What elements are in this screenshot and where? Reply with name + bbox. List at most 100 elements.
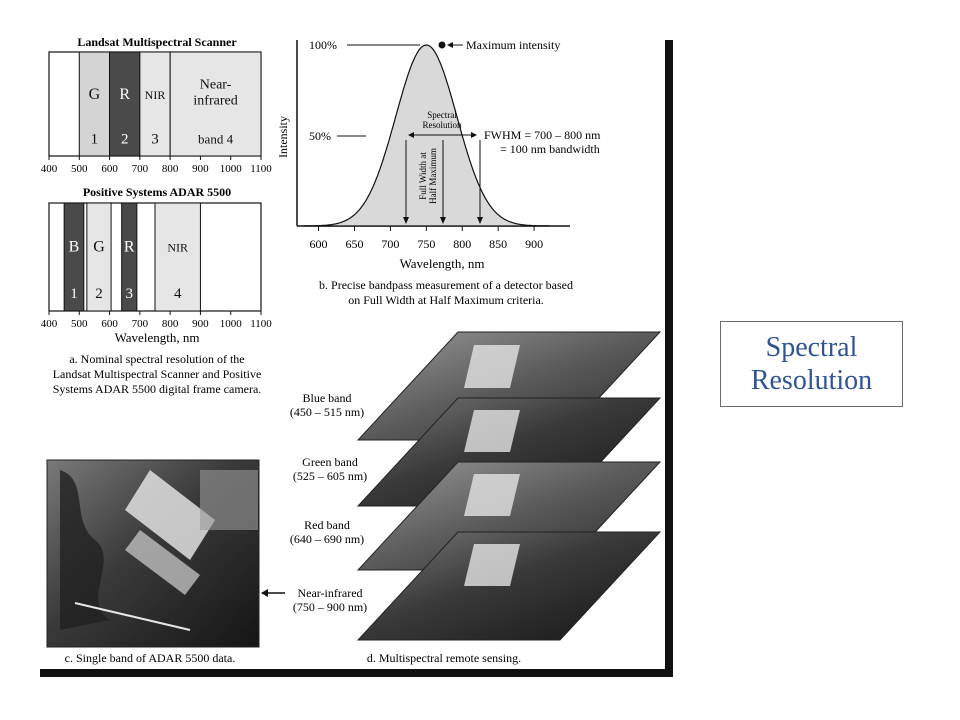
slide-title-line-1: Spectral: [765, 332, 858, 363]
landsat-band-1: [78, 51, 111, 157]
adar-tick-800: 800: [162, 318, 179, 330]
green-band-label: Green band: [302, 455, 358, 469]
adar-band-3: [121, 202, 138, 312]
panel-b-caption-line-1: b. Precise bandpass measurement of a det…: [319, 278, 573, 292]
maximum-arrowhead: [447, 42, 453, 48]
panel-a: Landsat Multispectral Scanner G1R2NIR3Ne…: [41, 35, 273, 396]
panel-b-tick-900: 900: [525, 237, 543, 251]
panel-b-tick-750: 750: [417, 237, 435, 251]
nir-pointer-arrowhead: [261, 589, 268, 597]
blue-band-range: (450 – 515 nm): [290, 405, 364, 419]
fwhm-line-1: FWHM = 700 – 800 nm: [484, 128, 601, 142]
y-50-label: 50%: [309, 129, 331, 143]
panel-a-xlabel: Wavelength, nm: [115, 330, 200, 345]
landsat-band-4-number: band 4: [198, 132, 234, 147]
figure-bottom-border: [40, 669, 673, 677]
fwhm-vertical-line-1: Full Width at: [418, 152, 428, 200]
adar-tick-500: 500: [71, 318, 88, 330]
panel-b-xlabel: Wavelength, nm: [400, 256, 485, 271]
panel-b-ylabel: Intensity: [276, 116, 290, 158]
adar-band-1: [63, 202, 85, 312]
adar-band-4-number: 4: [174, 286, 182, 302]
panel-a-caption-line-3: Systems ADAR 5500 digital frame camera.: [53, 382, 262, 396]
maximum-label: Maximum intensity: [466, 38, 560, 52]
y-100-label: 100%: [309, 38, 337, 52]
red-band-range: (640 – 690 nm): [290, 532, 364, 546]
adar-band-3-number: 3: [126, 286, 134, 302]
landsat-band-4-label-line-2: infrared: [193, 93, 237, 108]
landsat-band-2: [109, 51, 141, 157]
nir-band-label: Near-infrared: [297, 586, 362, 600]
adar-tick-900: 900: [192, 318, 209, 330]
landsat-band-2-number: 2: [121, 132, 129, 148]
left-drop-arrowhead: [403, 217, 409, 224]
adar-band-2: [86, 202, 112, 312]
center-drop-arrowhead: [440, 217, 446, 224]
fwhm-arrowhead-right: [471, 132, 477, 138]
panel-b: Intensity 100% 50% Maximum intensity Spe…: [276, 38, 601, 307]
adar-band-1-number: 1: [70, 286, 78, 302]
panel-b-caption-line-2: on Full Width at Half Maximum criteria.: [348, 293, 544, 307]
adar-tick-600: 600: [101, 318, 118, 330]
slide-title-box: Spectral Resolution: [720, 321, 903, 407]
panel-a-caption-line-1: a. Nominal spectral resolution of the: [69, 352, 244, 366]
figure-right-border: [665, 40, 673, 677]
landsat-tick-700: 700: [132, 163, 149, 175]
layer-blue-feature: [464, 345, 520, 388]
panel-a-caption-line-2: Landsat Multispectral Scanner and Positi…: [53, 367, 262, 381]
panel-b-tick-850: 850: [489, 237, 507, 251]
image-vegetation: [200, 470, 258, 530]
adar-band-2-number: 2: [95, 286, 103, 302]
panel-b-tick-800: 800: [453, 237, 471, 251]
panel-d: Blue band (450 – 515 nm) Green band (525…: [290, 331, 662, 665]
landsat-tick-900: 900: [192, 163, 209, 175]
image-dock: [74, 602, 191, 631]
panel-c: c. Single band of ADAR 5500 data.: [46, 459, 285, 665]
adar-title: Positive Systems ADAR 5500: [83, 185, 231, 199]
adar-tick-1000: 1000: [220, 318, 243, 330]
landsat-tick-600: 600: [101, 163, 118, 175]
panel-b-tick-700: 700: [381, 237, 399, 251]
layer-red-feature: [464, 474, 520, 516]
spectral-res-line-2: Resolution: [422, 120, 462, 130]
landsat-band-3-letter: NIR: [145, 88, 166, 102]
red-band-label: Red band: [304, 518, 350, 532]
adar-tick-400: 400: [41, 318, 58, 330]
adar-band-4: [154, 202, 201, 312]
landsat-band-4-label-line-1: Near-: [200, 77, 232, 92]
green-band-range: (525 – 605 nm): [293, 469, 367, 483]
landsat-band-1-number: 1: [91, 132, 99, 148]
slide-title-line-2: Resolution: [750, 365, 873, 396]
image-water-area: [60, 470, 110, 630]
panel-d-caption: d. Multispectral remote sensing.: [367, 651, 521, 665]
landsat-tick-400: 400: [41, 163, 58, 175]
adar-tick-700: 700: [132, 318, 149, 330]
fwhm-vertical-line-2: Half Maximum: [428, 148, 438, 204]
landsat-band-4: [169, 51, 262, 157]
adar-band-4-letter: NIR: [167, 241, 188, 255]
landsat-title: Landsat Multispectral Scanner: [77, 35, 237, 49]
right-drop-arrowhead: [477, 217, 483, 224]
landsat-tick-800: 800: [162, 163, 179, 175]
landsat-tick-1100: 1100: [250, 163, 272, 175]
maximum-point: [438, 41, 446, 49]
adar-tick-labels: 400 500 600 700 800 900 1000 1100: [41, 311, 272, 330]
fwhm-line-2: = 100 nm bandwidth: [500, 142, 600, 156]
adar-tick-1100: 1100: [250, 318, 272, 330]
landsat-tick-1000: 1000: [220, 163, 243, 175]
adar-band-2-letter: G: [93, 239, 105, 256]
image-pier-area: [125, 530, 200, 595]
blue-band-label: Blue band: [303, 391, 352, 405]
landsat-tick-labels: 400 500 600 700 800 900 1000 1100: [41, 156, 272, 175]
layer-green-feature: [464, 410, 520, 452]
nir-band-range: (750 – 900 nm): [293, 600, 367, 614]
panel-c-caption: c. Single band of ADAR 5500 data.: [65, 651, 236, 665]
adar-band-3-letter: R: [124, 239, 135, 256]
panel-b-tick-600: 600: [310, 237, 328, 251]
landsat-band-1-letter: G: [89, 86, 101, 103]
landsat-tick-500: 500: [71, 163, 88, 175]
